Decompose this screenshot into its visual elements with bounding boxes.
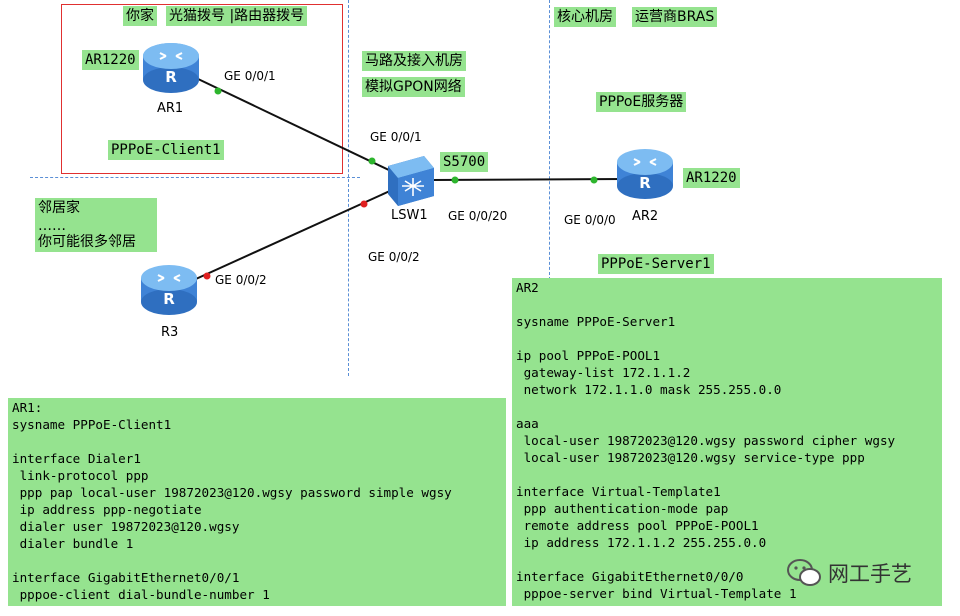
watermark: 网工手艺 [786, 558, 912, 588]
zone-title-access: 马路及接入机房 [362, 51, 466, 71]
ar2-port-label: GE 0/0/0 [564, 213, 616, 227]
r3-name[interactable]: R3 [161, 325, 179, 340]
lsw1-port-1-label: GE 0/0/1 [370, 130, 422, 144]
home-zone-box [61, 4, 343, 174]
ar2-role: PPPoE-Server1 [598, 254, 714, 274]
zone-subtitle-core: 运营商BRAS [632, 7, 718, 27]
router-icon-ar2: R [617, 149, 673, 199]
svg-text:R: R [163, 290, 175, 308]
lsw1-name[interactable]: LSW1 [391, 208, 428, 223]
r3-port-label: GE 0/0/2 [215, 273, 267, 287]
link-ar1-lsw1 [195, 77, 394, 173]
port-dot-lsw1-20 [451, 176, 459, 184]
port-dot-lsw1-2 [360, 200, 368, 208]
neighbor-note: 你可能很多邻居 [35, 232, 157, 252]
switch-icon-lsw1 [388, 156, 434, 206]
zone-title-home: 你家 [123, 6, 157, 26]
zone-divider-neighbor [30, 177, 360, 178]
router-icon-ar1: R [143, 43, 199, 93]
router-icon-r3: R [141, 265, 197, 315]
svg-text:R: R [639, 174, 651, 192]
ar2-model: AR1220 [683, 168, 740, 188]
port-dot-ar1 [214, 87, 222, 95]
ar1-port-label: GE 0/0/1 [224, 69, 276, 83]
svg-text:R: R [165, 68, 177, 86]
port-dot-r3 [203, 272, 211, 280]
zone-title-core: 核心机房 [554, 7, 616, 27]
zone-divider-access [348, 0, 349, 376]
watermark-text: 网工手艺 [828, 562, 912, 586]
port-dot-ar2 [590, 176, 598, 184]
lsw1-model: S5700 [440, 152, 489, 172]
neighbor-ellipsis: …… [35, 216, 157, 236]
ar2-service: PPPoE服务器 [596, 92, 687, 112]
lsw1-port-2-label: GE 0/0/2 [368, 250, 420, 264]
neighbor-title: 邻居家 [35, 198, 157, 218]
ar2-name[interactable]: AR2 [632, 209, 659, 224]
ar1-role: PPPoE-Client1 [108, 140, 224, 160]
link-r3-lsw1 [175, 189, 393, 289]
ar1-name[interactable]: AR1 [157, 101, 184, 116]
zone-subtitle-access: 模拟GPON网络 [362, 77, 465, 97]
ar1-model: AR1220 [82, 50, 139, 70]
ar1-config-panel: AR1: sysname PPPoE-Client1 interface Dia… [8, 398, 506, 606]
port-dot-lsw1-1 [368, 157, 376, 165]
ar2-config-panel: AR2 sysname PPPoE-Server1 ip pool PPPoE-… [512, 278, 942, 606]
lsw1-port-20-label: GE 0/0/20 [448, 209, 508, 223]
zone-divider-core [549, 0, 550, 280]
zone-subtitle-home: 光猫拨号 |路由器拨号 [166, 6, 308, 26]
wechat-icon [787, 559, 821, 586]
